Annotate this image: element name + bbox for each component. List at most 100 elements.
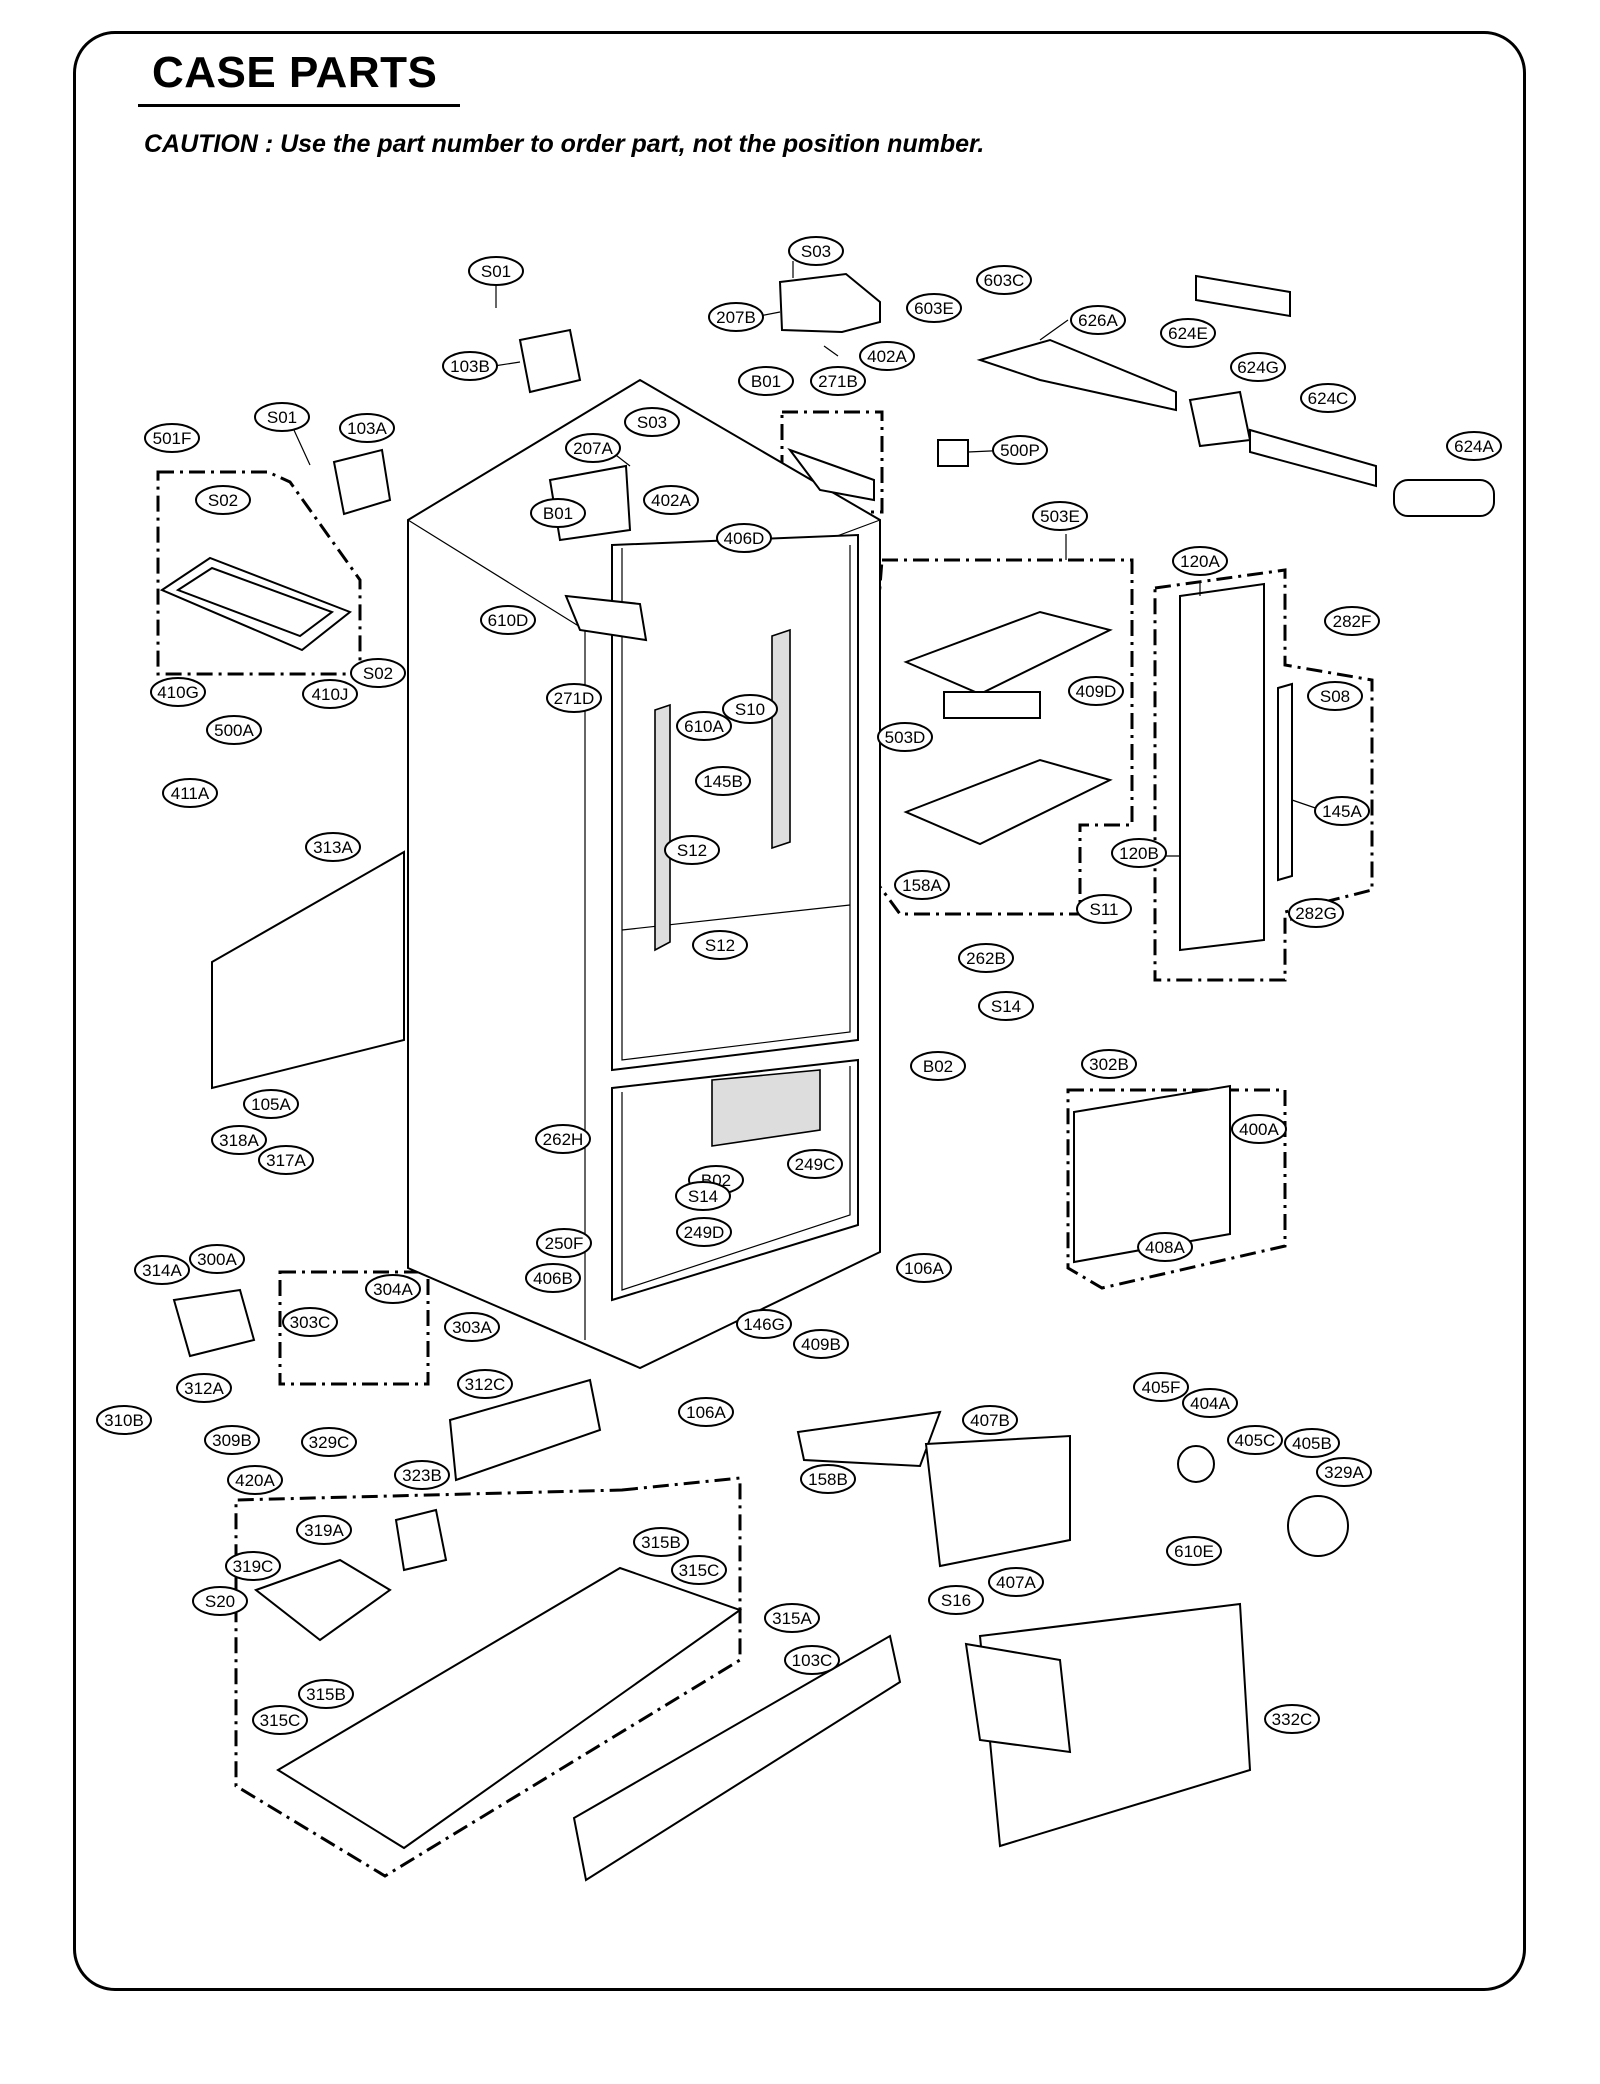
rail-145a: [1277, 682, 1293, 882]
position-label-text: 407B: [970, 1411, 1010, 1430]
position-label-406d: 406D: [716, 523, 772, 553]
base-plate-315a: [276, 1566, 743, 1850]
position-label-text: 249D: [684, 1223, 725, 1242]
position-label-text: 409D: [1076, 682, 1117, 701]
position-label-text: 310B: [104, 1411, 144, 1430]
position-label-text: 207B: [716, 308, 756, 327]
position-label-s20: S20: [192, 1586, 248, 1616]
position-label-text: 158B: [808, 1470, 848, 1489]
position-label-text: 315A: [772, 1609, 812, 1628]
position-label-408a: 408A: [1137, 1232, 1193, 1262]
position-label-329c: 329C: [301, 1427, 357, 1457]
position-label-text: 282F: [1333, 612, 1372, 631]
position-label-250f: 250F: [536, 1228, 592, 1258]
position-label-262h: 262H: [535, 1124, 591, 1154]
position-label-text: 317A: [266, 1151, 306, 1170]
position-label-text: 105A: [251, 1095, 291, 1114]
position-label-400a: 400A: [1231, 1114, 1287, 1144]
position-label-text: 329A: [1324, 1463, 1364, 1482]
position-label-text: 329C: [309, 1433, 350, 1452]
fan-329a: [1287, 1495, 1349, 1557]
position-label-text: 312A: [184, 1379, 224, 1398]
position-label-text: S03: [637, 413, 667, 432]
position-label-text: 309B: [212, 1431, 252, 1450]
position-label-text: 406D: [724, 529, 765, 548]
position-label-text: 409B: [801, 1335, 841, 1354]
title-underline: [138, 104, 460, 107]
position-label-text: B01: [543, 504, 573, 523]
caution-note: CAUTION : Use the part number to order p…: [144, 130, 985, 158]
position-label-603c: 603C: [976, 265, 1032, 295]
position-label-s16: S16: [928, 1585, 984, 1615]
position-label-315a: 315A: [764, 1603, 820, 1633]
position-label-text: B01: [751, 372, 781, 391]
position-label-text: 120A: [1180, 552, 1220, 571]
position-label-b01: B01: [738, 366, 794, 396]
group-outline-315a: [234, 1476, 742, 1878]
position-label-text: 282G: [1295, 904, 1337, 923]
position-label-304a: 304A: [365, 1274, 421, 1304]
position-label-146g: 146G: [736, 1309, 792, 1339]
position-label-text: 405F: [1142, 1378, 1181, 1397]
filter-624g: [1188, 390, 1252, 448]
position-label-text: S12: [677, 841, 707, 860]
position-label-text: 503D: [885, 728, 926, 747]
position-label-120b: 120B: [1111, 838, 1167, 868]
position-label-s14: S14: [978, 991, 1034, 1021]
position-label-500p: 500P: [992, 435, 1048, 465]
position-label-503d: 503D: [877, 722, 933, 752]
position-label-410g: 410G: [150, 677, 206, 707]
position-label-303c: 303C: [282, 1307, 338, 1337]
position-label-610e: 610E: [1166, 1536, 1222, 1566]
hinge-271d: [564, 594, 648, 642]
group-outline-501f: [156, 470, 362, 676]
position-label-text: B02: [923, 1057, 953, 1076]
position-label-s01: S01: [254, 402, 310, 432]
position-label-317a: 317A: [258, 1145, 314, 1175]
position-label-text: 249C: [795, 1155, 836, 1174]
position-label-410j: 410J: [302, 679, 358, 709]
position-label-text: S14: [991, 997, 1021, 1016]
position-label-text: 158A: [902, 876, 942, 895]
position-label-text: 402A: [867, 347, 907, 366]
position-label-b01: B01: [530, 498, 586, 528]
position-label-text: 610E: [1174, 1542, 1214, 1561]
position-label-610a: 610A: [676, 711, 732, 741]
position-label-s01: S01: [468, 256, 524, 286]
position-label-text: 501F: [153, 429, 192, 448]
position-label-text: 420A: [235, 1471, 275, 1490]
position-label-text: 500P: [1000, 441, 1040, 460]
position-label-405f: 405F: [1133, 1372, 1189, 1402]
position-label-s10: S10: [722, 694, 778, 724]
position-label-610d: 610D: [480, 605, 536, 635]
position-label-text: S14: [688, 1187, 718, 1206]
group-outline-303a: [278, 1270, 430, 1386]
position-label-text: S08: [1320, 687, 1350, 706]
position-label-text: S10: [735, 700, 765, 719]
position-label-text: 319A: [304, 1521, 344, 1540]
bracket-319a: [253, 1558, 392, 1642]
rail-right: [771, 628, 791, 850]
bracket-624c: [1249, 428, 1377, 488]
position-label-text: 405C: [1235, 1431, 1276, 1450]
position-label-text: 406B: [533, 1269, 573, 1288]
position-label-text: 319C: [233, 1557, 274, 1576]
position-label-text: 624G: [1237, 358, 1279, 377]
lamp-housing-158b: [796, 1410, 942, 1468]
switch-500p: [937, 439, 969, 467]
position-label-282f: 282F: [1324, 606, 1380, 636]
position-label-text: 303A: [452, 1318, 492, 1337]
position-label-text: 106A: [904, 1259, 944, 1278]
position-label-text: S01: [267, 408, 297, 427]
position-label-312a: 312A: [176, 1373, 232, 1403]
position-label-text: 610D: [488, 611, 529, 630]
position-label-text: 315B: [641, 1533, 681, 1552]
lamp-cover-158a: [903, 758, 1113, 846]
position-label-s03: S03: [788, 236, 844, 266]
position-label-420a: 420A: [227, 1465, 283, 1495]
position-label-text: 603C: [984, 271, 1025, 290]
position-label-106a: 106A: [678, 1397, 734, 1427]
position-label-text: S11: [1090, 900, 1119, 919]
position-label-text: 313A: [313, 838, 353, 857]
position-label-text: 624C: [1308, 389, 1349, 408]
